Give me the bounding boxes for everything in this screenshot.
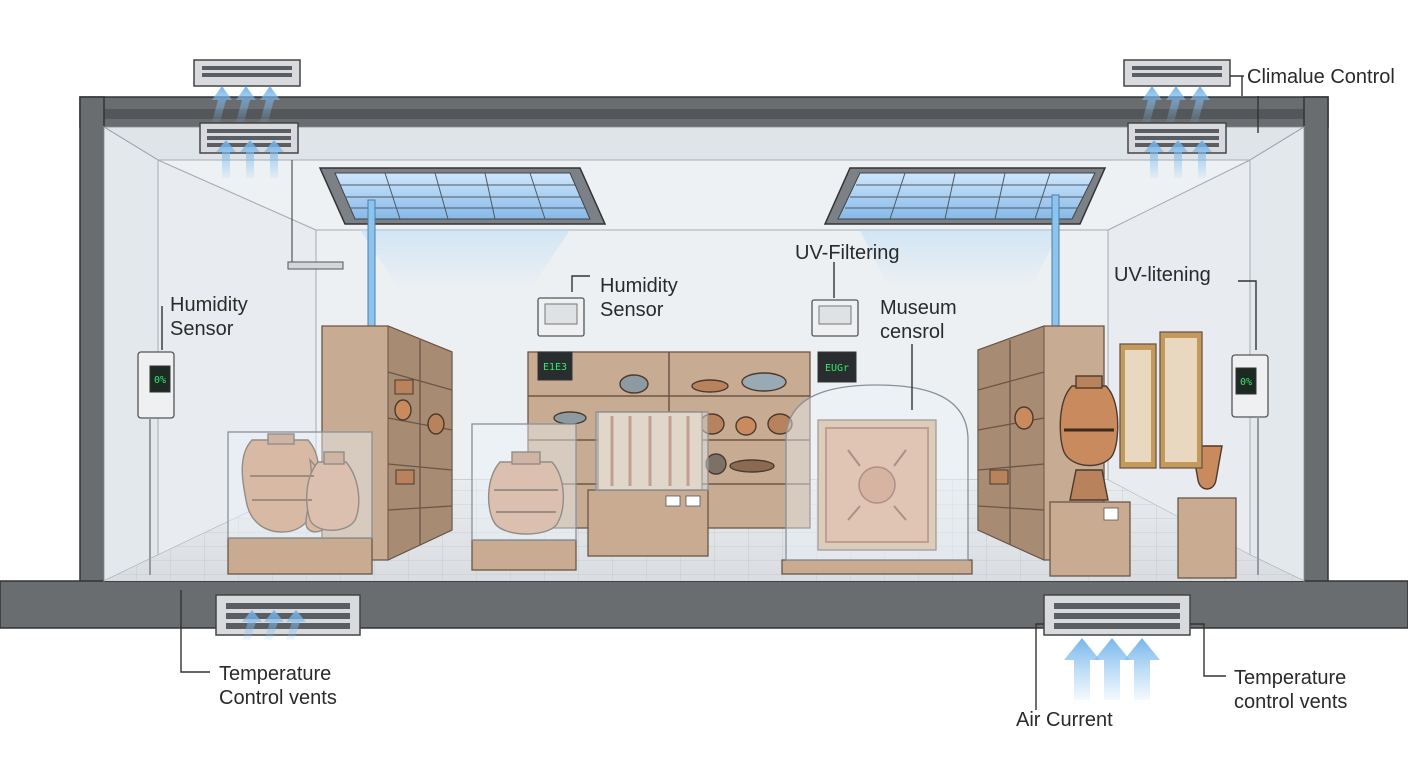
display-readout-wall-left: 0%	[154, 375, 166, 386]
label-line: Control vents	[219, 687, 337, 709]
label-line: Humidity	[170, 294, 248, 316]
display-case-textile	[587, 411, 709, 557]
humidity-sensor-wall-left: 0%	[137, 351, 175, 575]
pedestal-amphora-right	[1049, 375, 1131, 577]
wall-paintings	[1119, 331, 1203, 469]
display-readout-sensor-right: EUGr	[825, 363, 849, 374]
display-case-center-left	[471, 423, 577, 571]
skylight-left	[318, 167, 607, 290]
label-line: Temperature	[1234, 667, 1346, 689]
label-uv-filtering-right: UV-litening	[1114, 264, 1211, 286]
humidity-sensor-wall-right: 0%	[1231, 354, 1269, 575]
label-line: Air Current	[1016, 709, 1113, 731]
vent-roof-top-left	[193, 59, 301, 87]
vent-roof-top-right	[1123, 59, 1231, 87]
label-line: UV-litening	[1114, 264, 1211, 286]
pedestal-vase-right	[1177, 445, 1237, 579]
label-uv-filtering-center: UV-Filtering	[795, 242, 899, 264]
label-line: Climalue Control	[1247, 66, 1395, 88]
label-line: control vents	[1234, 691, 1347, 713]
air-flow-arrows-bottom	[242, 610, 1160, 700]
display-case-dome	[781, 384, 973, 575]
humidity-sensor-center: E1E3	[537, 297, 585, 381]
display-readout-sensor-center: E1E3	[543, 362, 567, 373]
label-line: Humidity	[600, 275, 678, 297]
skylight-right	[823, 167, 1107, 290]
label-climate-control: Climalue Control	[1247, 66, 1395, 88]
label-air-current: Air Current	[1016, 709, 1113, 731]
leader-lines	[161, 75, 1259, 710]
display-readout-wall-right: 0%	[1240, 377, 1252, 388]
vent-floor-right	[1043, 594, 1191, 636]
air-flow-arrows-top	[212, 86, 1212, 178]
vent-floor-left	[215, 594, 361, 636]
label-line: Sensor	[600, 299, 664, 321]
label-line: Museum	[880, 297, 957, 319]
label-line: Temperature	[219, 663, 331, 685]
display-case-left	[227, 431, 373, 575]
label-line: Sensor	[170, 318, 234, 340]
label-line: UV-Filtering	[795, 242, 899, 264]
uv-sensor-center: EUGr	[811, 299, 859, 383]
label-line: censrol	[880, 321, 944, 343]
